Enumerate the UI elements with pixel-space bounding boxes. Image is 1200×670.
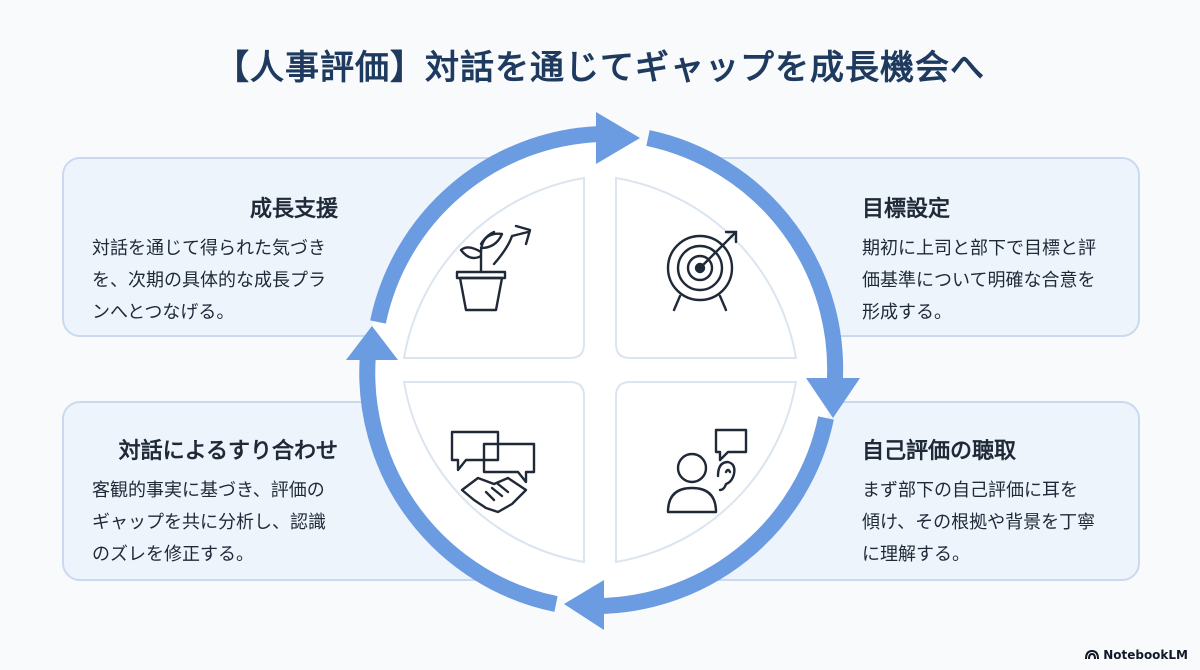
card-body: 客観的事実に基づき、評価の ギャップを共に分析し、認識 のズレを修正する。 bbox=[92, 475, 392, 571]
card-body: まず部下の自己評価に耳を 傾け、その根拠や背景を丁寧 に理解する。 bbox=[862, 475, 1122, 571]
body-line: に理解する。 bbox=[862, 544, 970, 565]
arrow-arc-bl bbox=[359, 353, 558, 612]
handshake-icon bbox=[450, 430, 536, 514]
body-line: 期初に上司と部下で目標と評 bbox=[862, 238, 1096, 259]
card-title: 成長支援 bbox=[249, 197, 338, 222]
tile-top-right bbox=[615, 176, 798, 359]
plant-growth-icon bbox=[455, 224, 532, 312]
body-line: 形成する。 bbox=[862, 302, 952, 323]
arrow-arc-tr bbox=[646, 130, 844, 393]
cycle-arrows bbox=[359, 126, 844, 615]
body-line: 傾け、その根拠や背景を丁寧 bbox=[862, 512, 1096, 533]
arrow-heads bbox=[346, 112, 860, 630]
body-line: まず部下の自己評価に耳を bbox=[862, 480, 1078, 501]
card-body: 対話を通じて得られた気づき を、次期の具体的な成長プラ ンへとつなげる。 bbox=[92, 233, 382, 329]
body-line: のズレを修正する。 bbox=[92, 544, 254, 565]
brand-label: NotebookLM bbox=[1103, 648, 1188, 662]
listening-icon bbox=[666, 428, 748, 514]
arrowhead-up-icon bbox=[346, 326, 398, 360]
arrowhead-left-icon bbox=[564, 580, 604, 630]
arrowhead-down-icon bbox=[806, 378, 860, 418]
card-title: 対話によるすり合わせ bbox=[118, 439, 338, 464]
body-line: ギャップを共に分析し、認識 bbox=[92, 512, 326, 533]
tile-top-left bbox=[402, 176, 585, 359]
arrow-arc-tl bbox=[370, 126, 601, 324]
body-line: 価基準について明確な合意を bbox=[862, 270, 1096, 291]
page-title: 【人事評価】対話を通じてギャップを成長機会へ bbox=[215, 48, 985, 88]
body-line: 対話を通じて得られた気づき bbox=[92, 238, 326, 259]
arrow-arc-br bbox=[589, 416, 834, 615]
target-icon bbox=[666, 230, 738, 312]
card-title: 目標設定 bbox=[862, 197, 951, 222]
card-title: 自己評価の聴取 bbox=[862, 439, 1017, 464]
card-body: 期初に上司と部下で目標と評 価基準について明確な合意を 形成する。 bbox=[862, 233, 1122, 329]
body-line: ンへとつなげる。 bbox=[92, 302, 235, 323]
arrowhead-right-icon bbox=[596, 112, 640, 164]
body-line: 客観的事実に基づき、評価の bbox=[92, 480, 325, 501]
notebooklm-icon bbox=[1085, 650, 1100, 660]
body-line: を、次期の具体的な成長プラ bbox=[92, 270, 326, 291]
brand-logo: NotebookLM bbox=[1085, 648, 1188, 662]
